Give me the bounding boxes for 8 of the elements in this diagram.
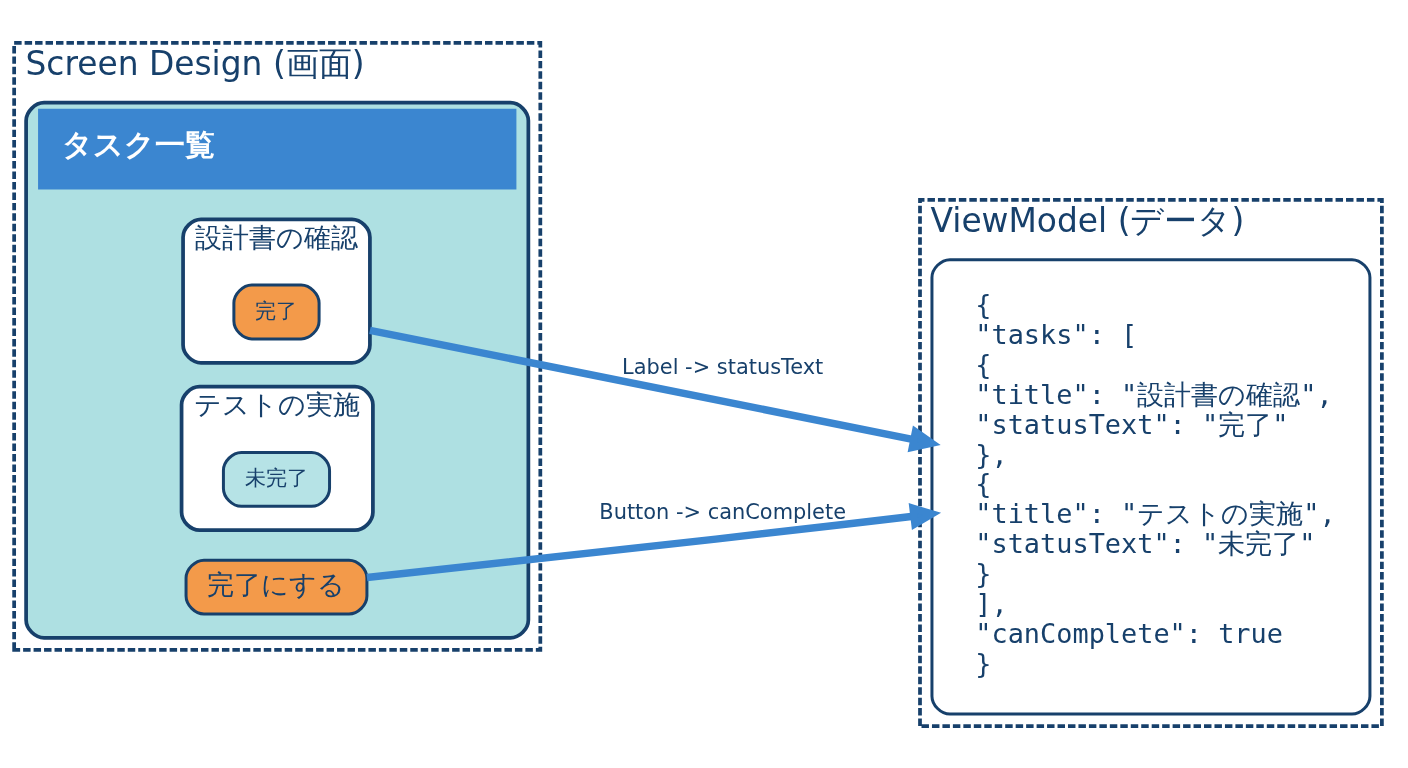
node-box: 未完了 (221, 450, 332, 508)
arrow (366, 502, 942, 581)
edge-label: Button -> canComplete (599, 499, 847, 524)
node-box: 完了 (232, 283, 321, 340)
node-box: 完了にする (184, 558, 369, 615)
arrow (369, 326, 941, 452)
node-box: { "tasks": [ { "title": "設計書の確認", "statusText": "完了" }, { "title": "テストの実施", "statusText": "未完了" } ], "canComplete": true } (930, 257, 1372, 716)
edge-label: Label -> statusText (622, 354, 824, 379)
